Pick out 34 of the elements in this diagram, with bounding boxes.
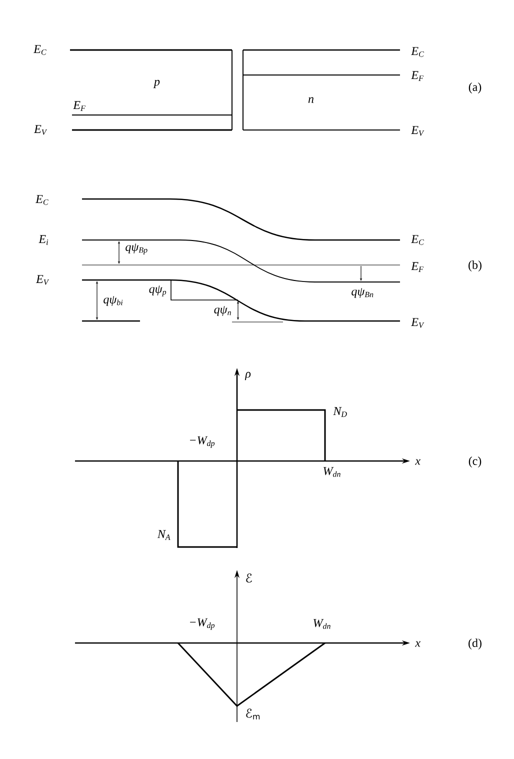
band-label: E$_{C}$ bbox=[34, 45, 46, 55]
energy-label: qψ$_{Bn}$ bbox=[352, 288, 374, 298]
axis-label: ℰ bbox=[246, 573, 252, 583]
value-label: ℰ$_{m}$ bbox=[246, 708, 260, 720]
band-label: E$_{C}$ bbox=[411, 47, 424, 57]
band-label: E$_{F}$ bbox=[411, 71, 424, 81]
axis-label: ρ bbox=[244, 372, 251, 380]
band-label: E$_{i}$ bbox=[38, 235, 48, 245]
value-label: W$_{dn}$ bbox=[324, 467, 340, 477]
energy-label: qψ$_{p}$ bbox=[149, 286, 166, 296]
axis-label: x bbox=[415, 641, 420, 647]
band-label: E$_{V}$ bbox=[36, 275, 50, 285]
band-label: E$_{V}$ bbox=[34, 125, 48, 135]
region-label: p bbox=[153, 80, 160, 88]
value-label: W$_{dn}$ bbox=[314, 619, 330, 629]
band-label: E$_{V}$ bbox=[411, 318, 424, 328]
value-label: N$_{D}$ bbox=[333, 407, 347, 417]
band-label: E$_{C}$ bbox=[36, 195, 48, 205]
energy-label: qψ$_{n}$ bbox=[214, 306, 231, 316]
panel-label: (b) bbox=[468, 260, 482, 272]
region-label: n bbox=[308, 97, 314, 103]
value-label: −W$_{dp}$ bbox=[190, 436, 215, 448]
energy-label: qψ$_{bi}$ bbox=[104, 296, 123, 306]
energy-label: qψ$_{Bp}$ bbox=[126, 244, 148, 254]
value-label: N$_{A}$ bbox=[157, 530, 170, 540]
band-label: E$_{C}$ bbox=[411, 235, 424, 245]
value-label: −W$_{dp}$ bbox=[190, 618, 215, 630]
band-label: E$_{F}$ bbox=[73, 101, 86, 111]
panel-label: (d) bbox=[468, 638, 482, 650]
band-label: E$_{V}$ bbox=[411, 126, 424, 136]
band-label: E$_{F}$ bbox=[411, 262, 424, 272]
panel-label: (c) bbox=[468, 456, 482, 468]
axis-label: x bbox=[415, 459, 420, 465]
panel-label: (a) bbox=[468, 82, 482, 94]
